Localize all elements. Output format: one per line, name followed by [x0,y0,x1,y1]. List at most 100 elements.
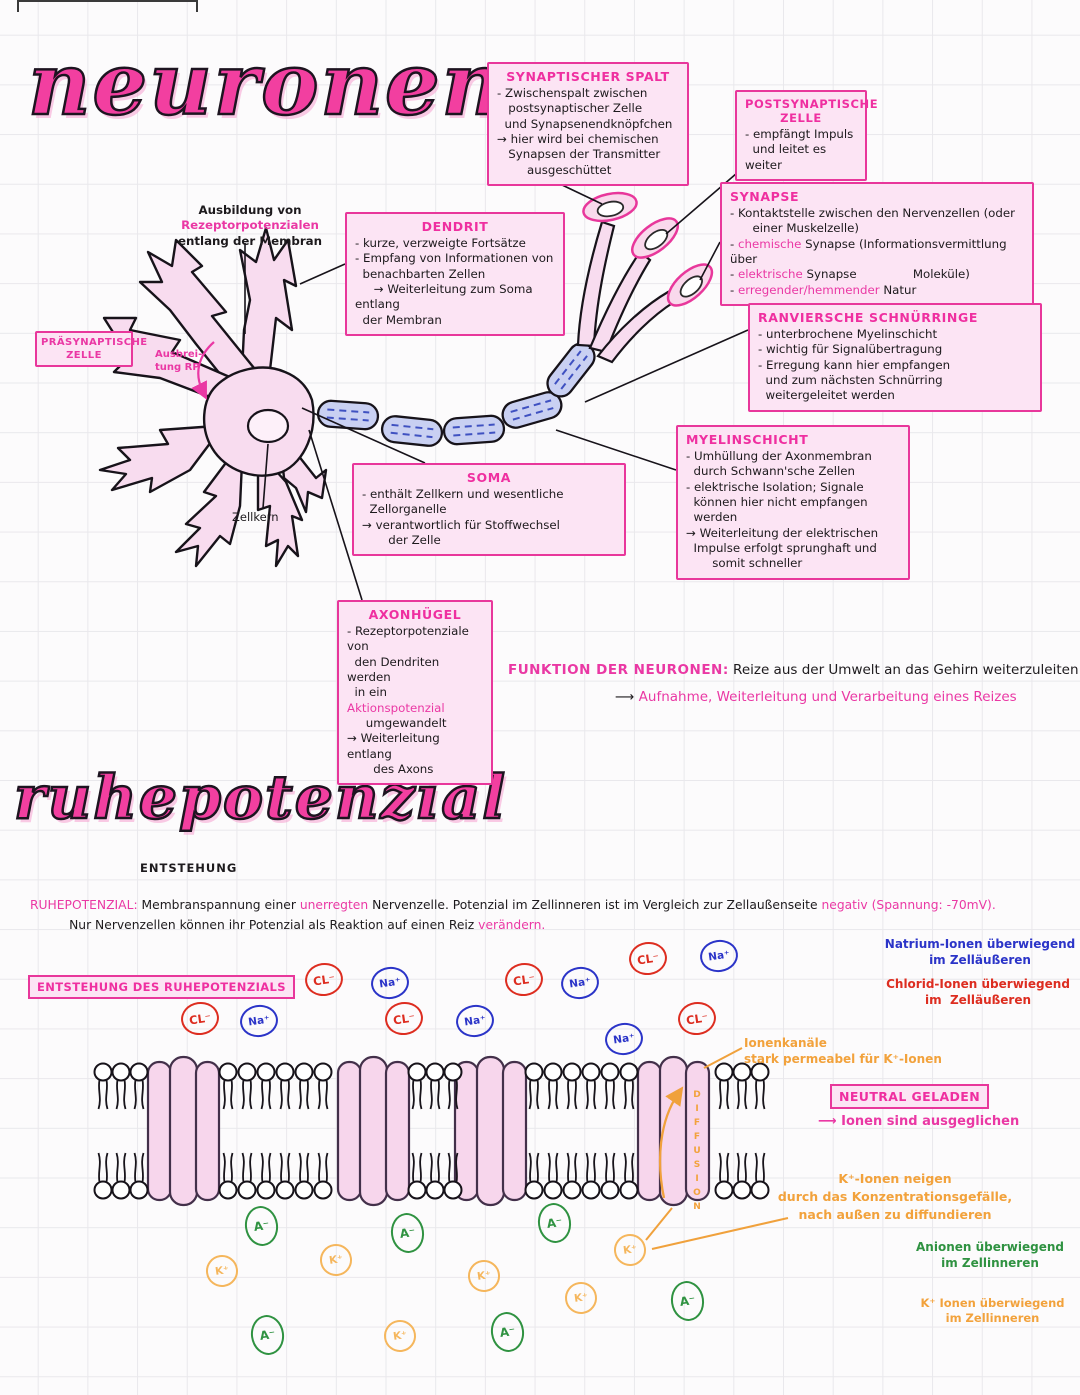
text-line: → Weiterleitung entlang [347,731,444,761]
text-line: des Axons [347,761,434,776]
ion-chip-k: K⁺ [317,1241,355,1279]
axon-terminals [576,220,676,364]
axon-myelin [316,342,596,447]
text-line: → Weiterleitung zum Soma entlang [355,281,537,312]
box-body: - kurze, verzweigte Fortsätze- Empfang v… [355,236,555,328]
box-body: - Kontaktstelle zwischen den Nervenzelle… [730,206,1024,298]
text-line: werden [686,510,738,525]
text-line: Impulse erfolgt sprunghaft und [686,540,877,555]
ion-chip-a: A⁻ [488,1309,527,1355]
ion-chip-k: K⁺ [562,1279,600,1317]
dendrite-branch [244,460,304,568]
dendrite-branch [138,238,256,386]
text-line: im Zelläußeren [924,992,1032,1007]
text-line: postsynaptischer Zelle [497,101,643,116]
box-title: RANVIERSCHE SCHNÜRRINGE [758,310,978,325]
text-line: im Zellinneren [941,1255,1039,1270]
box-body: - Umhüllung der Axonmembran durch Schwan… [686,449,900,572]
text-line: RUHEPOTENZIAL: Membranspannung einer une… [30,898,996,912]
funktion-label: FUNKTION DER NEURONEN: [508,662,729,678]
ion-chip-na: Na⁺ [237,1002,281,1040]
funktion-result-line: ⟶ Aufnahme, Weiterleitung und Verarbeitu… [615,689,1017,707]
box-title: SYNAPTISCHER SPALT [506,69,670,84]
text-line: - Zwischenspalt zwischen [497,86,648,100]
funktion-result: Aufnahme, Weiterleitung und Verarbeitung… [638,689,1017,705]
text-line: durch Schwann'sche Zellen [686,464,856,479]
dendrite-branch [174,444,244,568]
box-ranviersche-schnuerringe: RANVIERSCHE SCHNÜRRINGE - unterbrochene … [748,303,1042,412]
text-line: K⁺ Ionen überwiegend [920,1296,1065,1310]
text-line: der Membran [355,312,442,327]
text-line: ZELLE [66,350,102,361]
text-line: Ionenkanäle [744,1036,827,1050]
text-line: durch das Konzentrationsgefälle, [777,1189,1013,1205]
diffusion-vertical-label: DIFFUSION [692,1090,702,1216]
text-line: somit schneller [686,556,803,571]
text-line: Natrium-Ionen überwiegend [884,937,1076,951]
text-line: Synapsen der Transmitter [497,147,661,162]
ion-chip-na: Na⁺ [453,1002,497,1040]
text-line: - chemische Synapse (Informationsvermitt… [730,236,1011,266]
box-title: DENDRIT [421,219,489,234]
text-line: - Empfang von Informationen von [355,251,554,266]
text-line: können hier nicht empfangen [686,494,868,509]
box-dendrit: DENDRIT - kurze, verzweigte Fortsätze- E… [345,212,565,336]
box-title: MYELINSCHICHT [686,432,809,447]
ion-channels [146,1055,711,1207]
ion-chip-na: Na⁺ [697,937,741,975]
text-line: tung RP [155,362,200,373]
text-line: → hier wird bei chemischen [497,131,659,146]
ion-chip-na: Na⁺ [368,964,412,1002]
box-body: PRÄSYNAPTISCHE ZELLE [41,336,148,362]
text-line: - enthält Zellkern und wesentliche [362,487,564,501]
text-line: - elektrische Synapse Moleküle) [730,267,970,282]
orange-pointer-lines [645,1047,789,1250]
dendrite-branch [98,410,218,494]
text-line: Anionen überwiegend [916,1240,1064,1254]
text-line: einer Muskelzelle) [730,221,859,236]
arrow-glyph: ⟶ [615,689,639,705]
ion-chip-cl: CL⁻ [502,960,546,999]
box-body: - unterbrochene Myelinschicht- wichtig f… [758,327,1032,404]
text-line: entlang der Membran [177,233,323,248]
ion-chip-k: K⁺ [611,1231,649,1269]
ion-chip-k: K⁺ [203,1252,241,1290]
text-line: ausgeschüttet [497,162,612,177]
text-line: - erregender/hemmender Natur [730,282,917,297]
box-myelinschicht: MYELINSCHICHT - Umhüllung der Axonmembra… [676,425,910,580]
text-line: PRÄSYNAPTISCHE [41,337,148,348]
text-line: Nur Nervenzellen können ihr Potenzial al… [30,917,546,932]
section-title-neuronen: neuronen [27,34,507,135]
box-body: - enthält Zellkern und wesentliche Zello… [362,487,616,548]
text-line: - unterbrochene Myelinschicht [758,327,938,341]
text-line: - wichtig für Signalübertragung [758,342,943,357]
text-line: nach außen zu diffundieren [798,1207,992,1223]
ion-chip-k: K⁺ [381,1317,419,1355]
funktion-line: FUNKTION DER NEURONEN: Reize aus der Umw… [508,662,1079,680]
text-line: weitergeleitet werden [758,388,895,403]
neutral-geladen-box: NEUTRAL GELADEN [830,1084,990,1109]
entstehung-label: ENTSTEHUNG [140,861,238,875]
synaptic-knobs [582,191,714,307]
text-line: Rezeptorpotenzialen [181,218,319,233]
ion-chip-a: A⁻ [535,1200,574,1246]
text-line: Zellorganelle [362,502,447,517]
ion-chip-a: A⁻ [248,1312,287,1358]
box-body: - Rezeptorpotenziale von den Dendriten w… [347,624,483,777]
text-line: → Weiterleitung der elektrischen [686,525,879,540]
text-line: Ausbrei- [155,349,203,360]
ruhepotenzial-definition: RUHEPOTENZIAL: Membranspannung einer une… [30,896,1070,935]
text-line: der Zelle [362,532,441,547]
zellkern-label: Zellkern [232,510,279,524]
text-line: und leitet es weiter [745,142,830,172]
text-line: - Kontaktstelle zwischen den Nervenzelle… [730,206,1015,220]
text-line: stark permeabel für K⁺-Ionen [744,1051,942,1066]
text-line: - Rezeptorpotenziale von [347,624,473,654]
ion-chip-cl: CL⁻ [382,999,426,1038]
text-line: ⟶ Ionen sind ausgeglichen [818,1114,1020,1129]
box-synaptischer-spalt: SYNAPTISCHER SPALT - Zwischenspalt zwisc… [487,62,689,186]
box-body: - Zwischenspalt zwischen postsynaptische… [497,86,679,178]
